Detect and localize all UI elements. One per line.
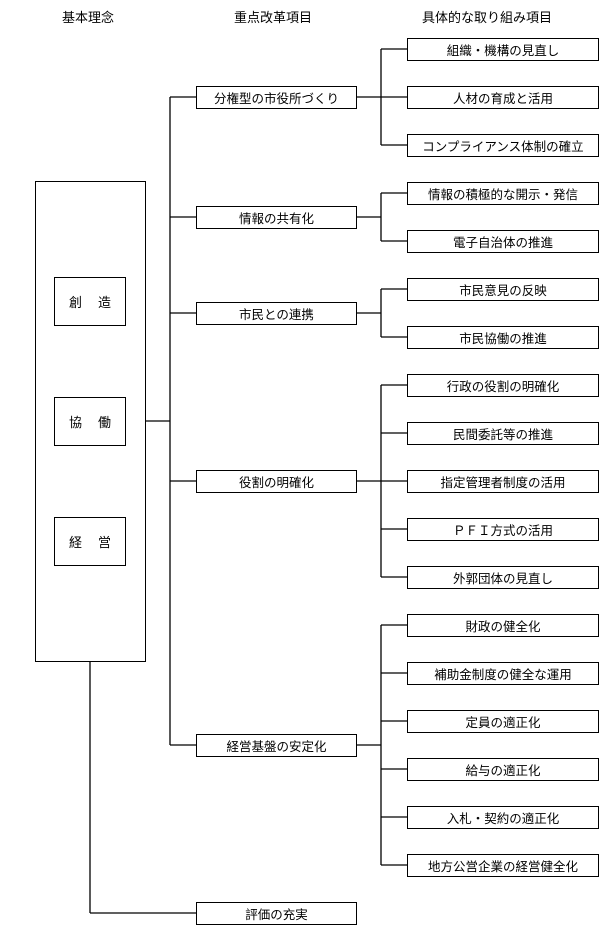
initiative-box: ＰＦＩ方式の活用 [407, 518, 599, 541]
initiative-box: 市民協働の推進 [407, 326, 599, 349]
initiative-box: 財政の健全化 [407, 614, 599, 637]
concept-box-collaboration: 協働 [54, 397, 126, 446]
concept-box-creation: 創造 [54, 277, 126, 326]
initiative-box: 指定管理者制度の活用 [407, 470, 599, 493]
priority-box: 情報の共有化 [196, 206, 357, 229]
header-specific-initiatives: 具体的な取り組み項目 [422, 11, 553, 26]
priority-box: 市民との連携 [196, 302, 357, 325]
priority-box: 評価の充実 [196, 902, 357, 925]
priority-box: 役割の明確化 [196, 470, 357, 493]
initiative-box: 情報の積極的な開示・発信 [407, 182, 599, 205]
initiative-box: 組織・機構の見直し [407, 38, 599, 61]
initiative-box: 給与の適正化 [407, 758, 599, 781]
concept-box-management: 経営 [54, 517, 126, 566]
header-basic-concept: 基本理念 [62, 11, 115, 26]
header-priority-items: 重点改革項目 [234, 11, 313, 26]
initiative-box: 入札・契約の適正化 [407, 806, 599, 829]
priority-box: 経営基盤の安定化 [196, 734, 357, 757]
initiative-box: 人材の育成と活用 [407, 86, 599, 109]
initiative-box: 外郭団体の見直し [407, 566, 599, 589]
initiative-box: 民間委託等の推進 [407, 422, 599, 445]
priority-box: 分権型の市役所づくり [196, 86, 357, 109]
initiative-box: コンプライアンス体制の確立 [407, 134, 599, 157]
initiative-box: 補助金制度の健全な運用 [407, 662, 599, 685]
initiative-box: 定員の適正化 [407, 710, 599, 733]
initiative-box: 電子自治体の推進 [407, 230, 599, 253]
initiative-box: 行政の役割の明確化 [407, 374, 599, 397]
initiative-box: 市民意見の反映 [407, 278, 599, 301]
initiative-box: 地方公営企業の経営健全化 [407, 854, 599, 877]
